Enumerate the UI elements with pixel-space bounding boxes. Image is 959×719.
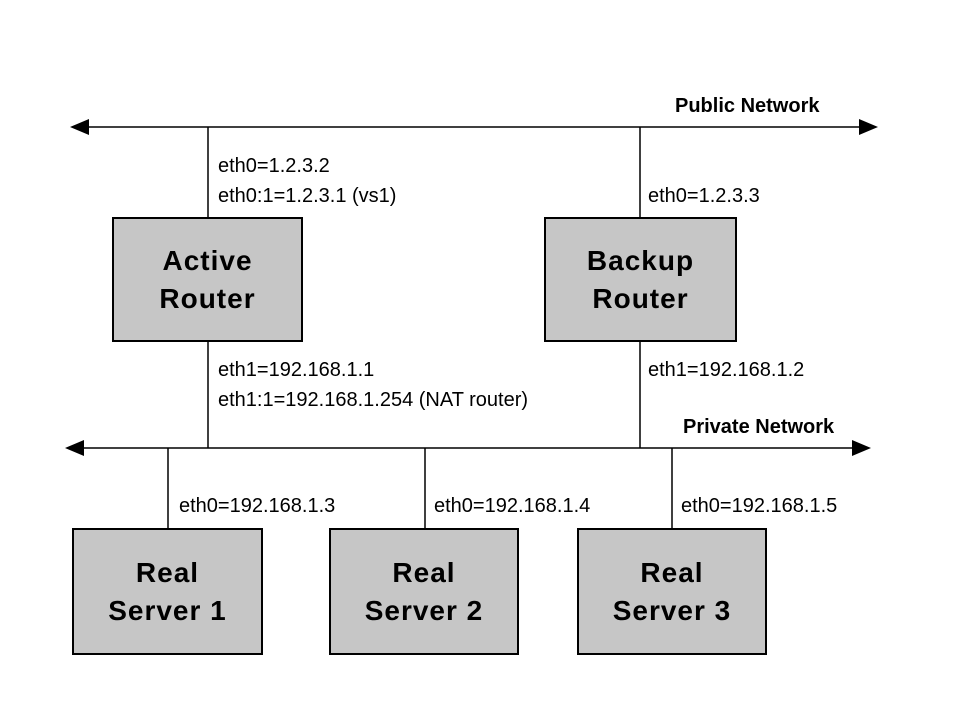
public-network-label: Public Network <box>675 95 820 117</box>
node-real-server-2: Real Server 2 <box>329 528 519 655</box>
backup-router-eth1-label: eth1=192.168.1.2 <box>648 359 805 381</box>
private-network-label: Private Network <box>683 416 835 438</box>
active-router-eth1-1-label: eth1:1=192.168.1.254 (NAT router) <box>218 389 529 411</box>
active-router-eth0-label: eth0=1.2.3.2 <box>218 155 330 177</box>
public-network-arrow-right-icon <box>859 119 878 135</box>
node-backup-router: Backup Router <box>544 217 737 342</box>
backup-router-title: Backup Router <box>586 244 695 314</box>
active-router-eth1-label: eth1=192.168.1.1 <box>218 359 375 381</box>
active-router-eth0-1-label: eth0:1=1.2.3.1 (vs1) <box>218 185 397 207</box>
private-network-arrow-left-icon <box>65 440 84 456</box>
active-router-title: Active Router <box>159 244 256 314</box>
real-server-2-title: Real Server 2 <box>364 556 484 626</box>
private-network-arrow-right-icon <box>852 440 871 456</box>
backup-router-eth0-label: eth0=1.2.3.3 <box>648 185 760 207</box>
real-server-3-eth0-label: eth0=192.168.1.5 <box>681 495 838 517</box>
real-server-1-eth0-label: eth0=192.168.1.3 <box>179 495 336 517</box>
real-server-3-title: Real Server 3 <box>612 556 732 626</box>
node-real-server-1: Real Server 1 <box>72 528 263 655</box>
node-active-router: Active Router <box>112 217 303 342</box>
real-server-2-eth0-label: eth0=192.168.1.4 <box>434 495 591 517</box>
node-real-server-3: Real Server 3 <box>577 528 767 655</box>
public-network-arrow-left-icon <box>70 119 89 135</box>
real-server-1-title: Real Server 1 <box>108 556 227 626</box>
